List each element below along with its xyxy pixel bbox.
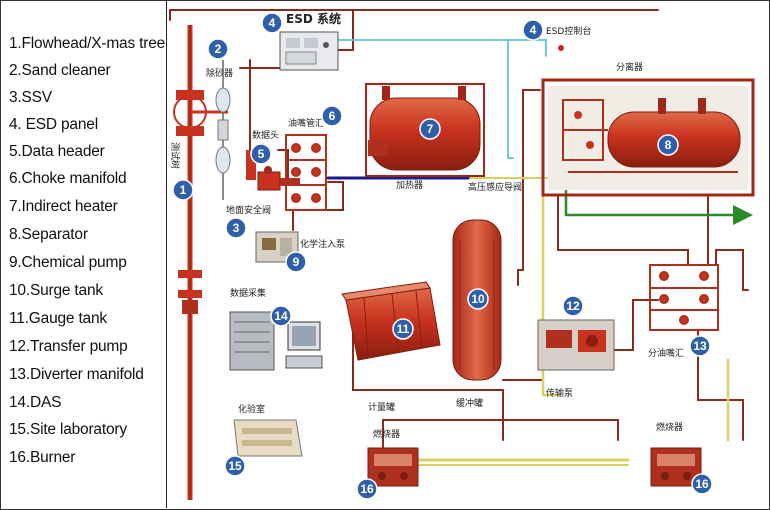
gauge-tank-label: 计量罐	[368, 401, 395, 413]
data-header-label: 数据头	[252, 129, 279, 141]
legend-item-choke-manifold: 6.Choke manifold	[9, 170, 127, 187]
badge-14: 14	[270, 305, 292, 327]
svg-text:1: 1	[180, 183, 187, 197]
badge-9: 9	[285, 251, 307, 273]
svg-text:14: 14	[274, 309, 288, 323]
surge-tank-label: 缓冲罐	[456, 397, 483, 409]
sand-cleaner	[215, 60, 231, 200]
pressure-sensor-label: 高压感应导阀	[468, 181, 522, 193]
esd-system-label: ESD 系统	[286, 11, 341, 26]
legend-item-burner: 16.Burner	[9, 449, 76, 466]
test-tree-label: 测试树	[169, 142, 181, 169]
svg-text:6: 6	[329, 109, 336, 123]
badge-7: 7	[419, 118, 441, 140]
svg-text:10: 10	[471, 292, 485, 306]
badge-4-console: 4	[522, 19, 544, 41]
svg-text:9: 9	[293, 255, 300, 269]
svg-text:7: 7	[427, 122, 434, 136]
svg-text:3: 3	[233, 221, 240, 235]
esd-panel	[279, 31, 339, 71]
svg-text:2: 2	[215, 42, 222, 56]
chemical-pump-label: 化学注入泵	[300, 238, 345, 250]
badge-13: 13	[689, 335, 711, 357]
site-laboratory	[233, 419, 303, 457]
legend-item-transfer-pump: 12.Transfer pump	[9, 338, 128, 355]
separator	[541, 78, 755, 197]
das-computer	[229, 311, 323, 371]
legend-item-das: 14.DAS	[9, 394, 62, 411]
legend-item-indirect-heater: 7.Indirect heater	[9, 198, 118, 215]
badge-4-esd: 4	[261, 12, 283, 34]
svg-text:5: 5	[258, 147, 265, 161]
diverter-label: 分油嘴汇	[648, 347, 684, 359]
legend-item-diverter: 13.Diverter manifold	[9, 366, 144, 383]
process-flow-diagram: 测试树 除砂器 数据头 地面安全阀 ESD 系统 ESD控制台	[169, 9, 755, 500]
legend-item-ssv: 3.SSV	[9, 89, 52, 106]
legend-item-chemical-pump: 9.Chemical pump	[9, 254, 127, 271]
svg-text:13: 13	[693, 339, 707, 353]
badge-11: 11	[392, 318, 414, 340]
legend-item-gauge-tank: 11.Gauge tank	[9, 310, 107, 327]
burner-left	[367, 447, 419, 487]
svg-text:12: 12	[566, 299, 580, 313]
ssv-label: 地面安全阀	[226, 204, 271, 216]
legend-panel: 1.Flowhead/X-mas tree 2.Sand cleaner 3.S…	[0, 0, 167, 508]
diverter-manifold	[649, 264, 719, 331]
esd-console-label: ESD控制台	[546, 25, 591, 37]
esd-console-dot	[558, 45, 564, 51]
choke-manifold	[285, 134, 327, 211]
ssv-and-data-header	[246, 150, 300, 191]
separator-label: 分离器	[616, 61, 643, 73]
transfer-pump	[537, 319, 615, 371]
heater-label: 加热器	[396, 179, 423, 191]
flowhead-xmas-tree	[173, 25, 228, 500]
badge-1: 1	[172, 179, 194, 201]
svg-text:15: 15	[228, 459, 242, 473]
legend-item-flowhead: 1.Flowhead/X-mas tree	[9, 35, 166, 52]
badge-8: 8	[657, 134, 679, 156]
das-label: 数据采集	[230, 287, 266, 299]
legend-item-separator: 8.Separator	[9, 226, 88, 243]
badge-16-right: 16	[691, 473, 713, 495]
legend-item-site-lab: 15.Site laboratory	[9, 421, 127, 438]
badge-16-left: 16	[356, 478, 378, 500]
svg-text:4: 4	[530, 23, 537, 37]
burner-right-label: 燃烧器	[656, 421, 683, 433]
legend-item-esd-panel: 4. ESD panel	[9, 116, 98, 133]
badge-5: 5	[250, 143, 272, 165]
badge-6: 6	[321, 105, 343, 127]
burner-left-label: 燃烧器	[373, 428, 400, 440]
badge-15: 15	[224, 455, 246, 477]
transfer-pump-label: 传输泵	[546, 387, 573, 399]
lab-label: 化验室	[238, 403, 265, 415]
desander-label: 除砂器	[206, 67, 233, 79]
svg-text:8: 8	[665, 138, 672, 152]
svg-text:4: 4	[269, 16, 276, 30]
badge-3: 3	[225, 217, 247, 239]
svg-text:11: 11	[397, 322, 410, 336]
svg-text:16: 16	[360, 482, 374, 496]
gauge-tank	[341, 281, 441, 361]
badge-10: 10	[467, 288, 489, 310]
choke-manifold-label: 油嘴管汇	[288, 117, 324, 129]
legend-item-data-header: 5.Data header	[9, 143, 105, 160]
legend-item-surge-tank: 10.Surge tank	[9, 282, 103, 299]
badge-2: 2	[207, 38, 229, 60]
legend-item-sand-cleaner: 2.Sand cleaner	[9, 62, 111, 79]
pipe-network	[169, 9, 753, 466]
badge-12: 12	[562, 295, 584, 317]
svg-text:16: 16	[695, 477, 709, 491]
badges: 1 2 3 4 4 5 6 7 8 9 10 11 12 13 14 15 16…	[172, 12, 713, 500]
